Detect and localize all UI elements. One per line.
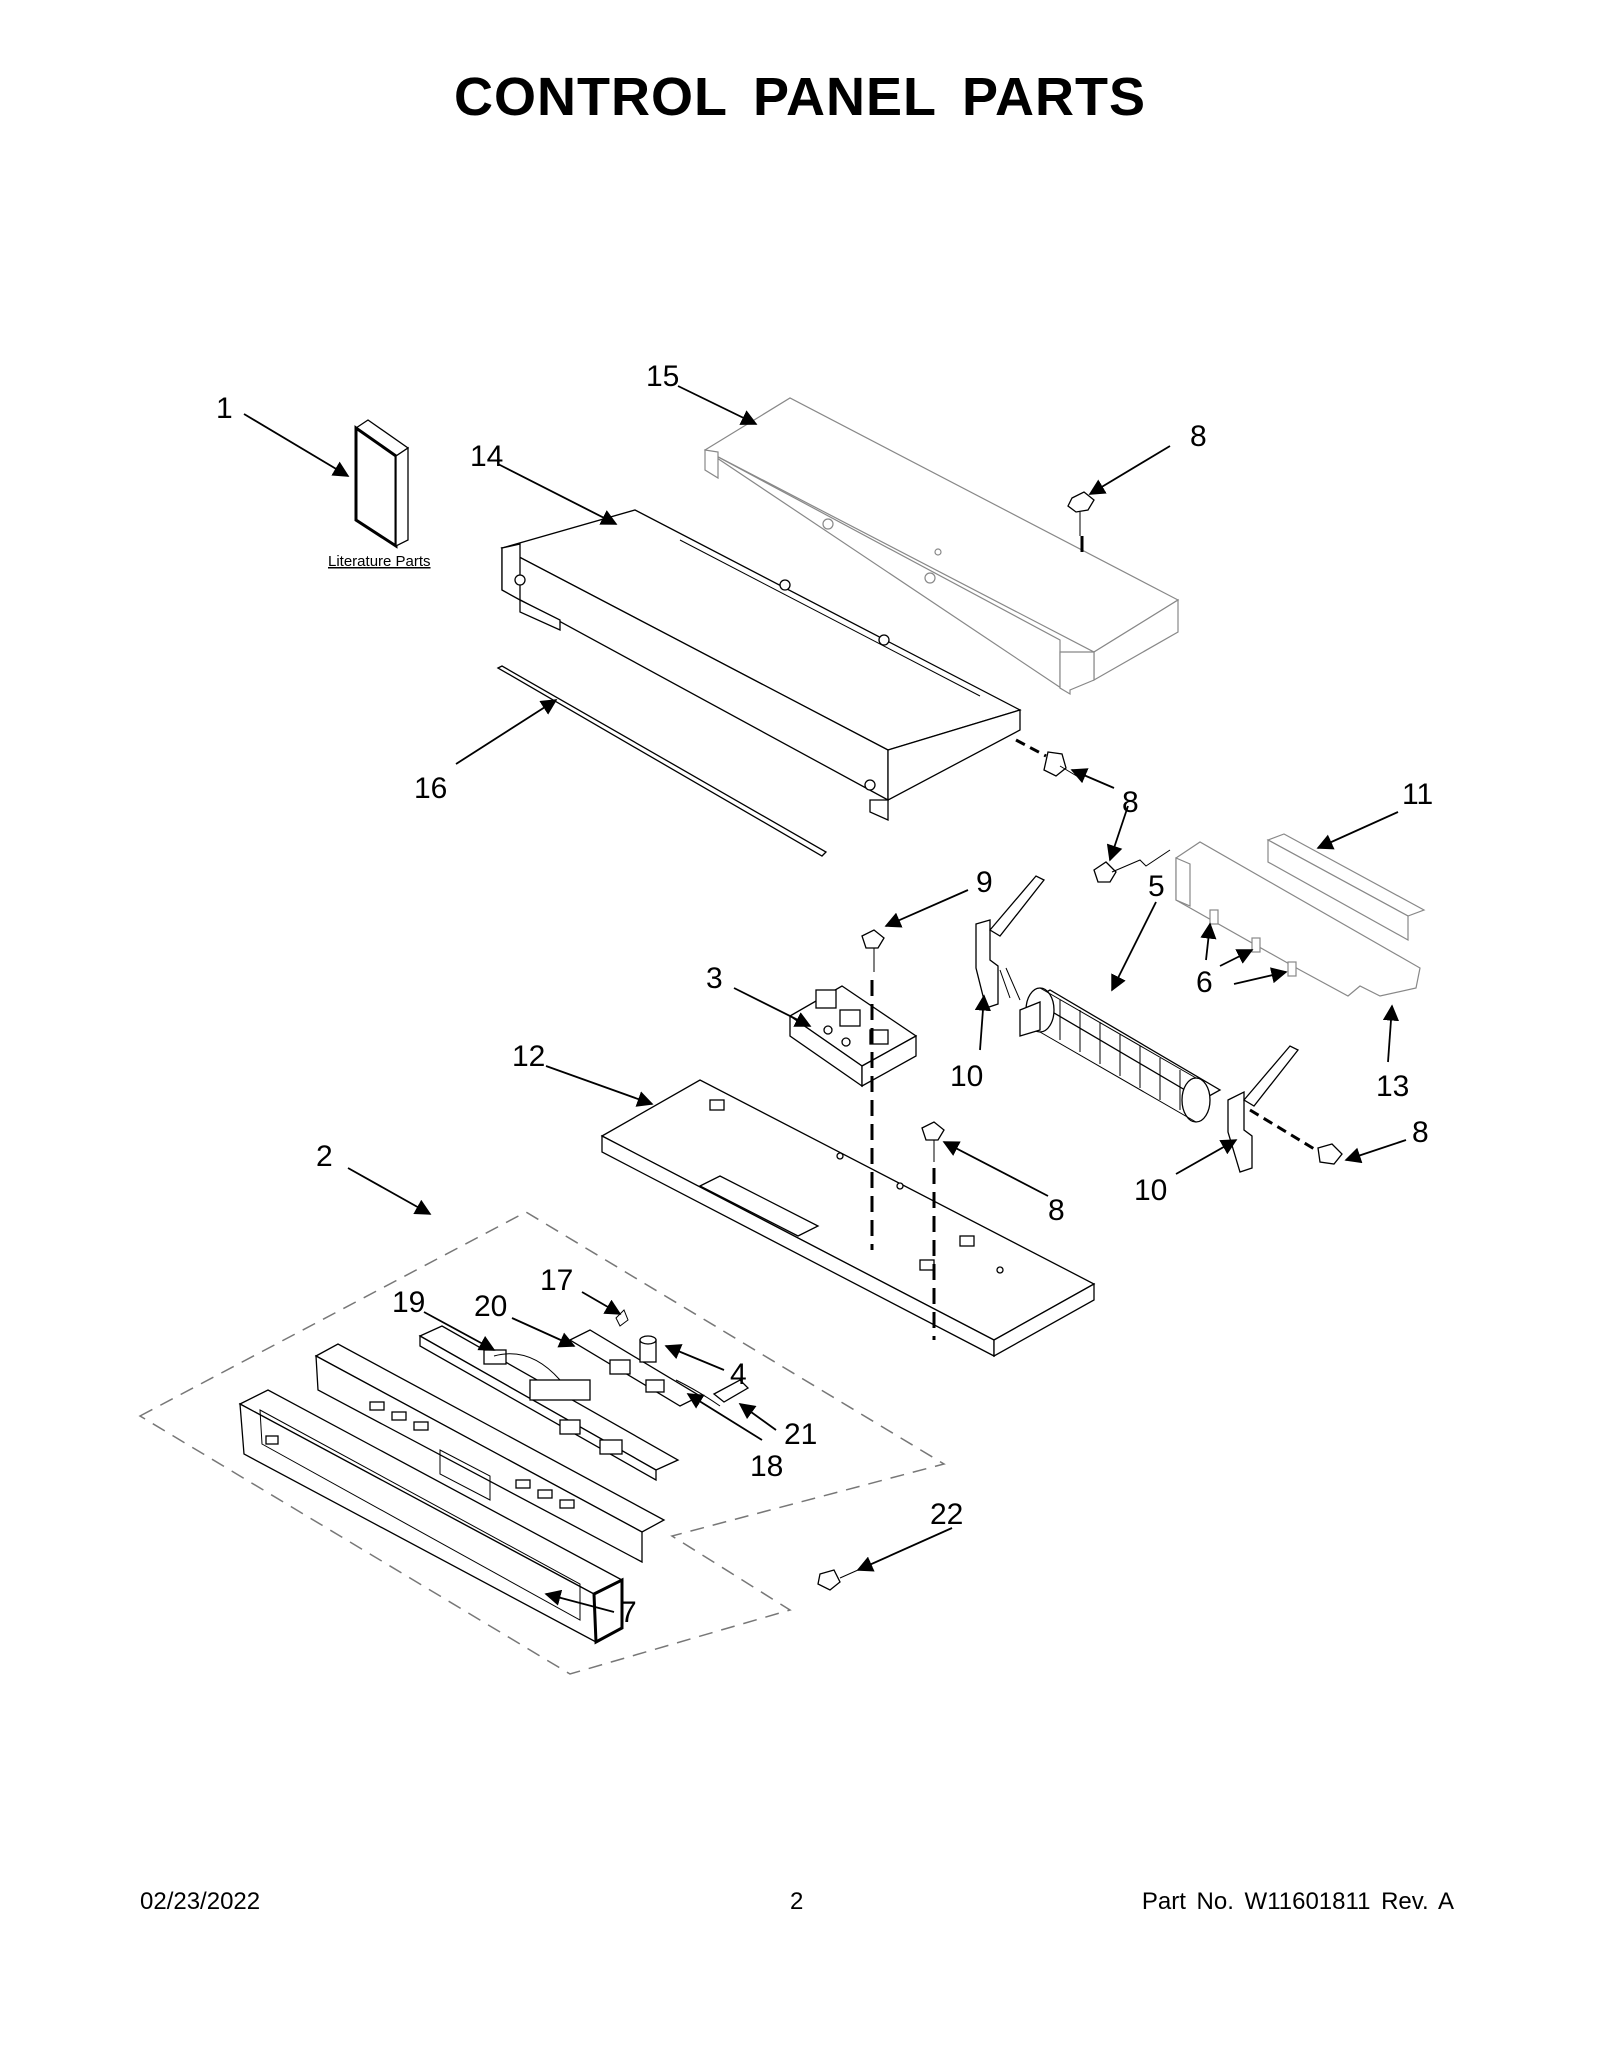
callout-8-panel: 8 bbox=[1048, 1194, 1065, 1227]
fan-bracket-right bbox=[1227, 1045, 1300, 1173]
knob-4 bbox=[639, 1335, 657, 1363]
bracket-21 bbox=[712, 1379, 750, 1403]
screw-8-bracket bbox=[1093, 849, 1171, 883]
callout-7: 7 bbox=[620, 1596, 637, 1629]
trim-strip bbox=[496, 665, 828, 857]
screw-9 bbox=[861, 929, 885, 972]
callout-21: 21 bbox=[784, 1418, 817, 1451]
callout-10-left: 10 bbox=[950, 1060, 983, 1093]
control-box-housing bbox=[500, 509, 1022, 822]
control-panel-assembly-outline bbox=[138, 1211, 946, 1675]
callout-8-top: 8 bbox=[1190, 420, 1207, 453]
screw-22 bbox=[817, 1569, 859, 1591]
screw-8-right bbox=[1249, 1108, 1343, 1165]
callout-12: 12 bbox=[512, 1040, 545, 1073]
callout-2: 2 bbox=[316, 1140, 333, 1173]
callout-8-box: 8 bbox=[1122, 786, 1139, 819]
callout-17: 17 bbox=[540, 1264, 573, 1297]
callout-18: 18 bbox=[750, 1450, 783, 1483]
callout-9: 9 bbox=[976, 866, 993, 899]
callout-22: 22 bbox=[930, 1498, 963, 1531]
callout-15: 15 bbox=[646, 360, 679, 393]
callout-10-right: 10 bbox=[1134, 1174, 1167, 1207]
screw-8-top bbox=[1067, 491, 1095, 552]
literature-booklet bbox=[354, 419, 410, 549]
screw-8-box-side bbox=[1015, 738, 1081, 779]
insulation-strip bbox=[1266, 833, 1426, 942]
footer-page-number: 2 bbox=[790, 1888, 804, 1915]
callout-3: 3 bbox=[706, 962, 723, 995]
fan-mount-bracket bbox=[1175, 841, 1421, 997]
callout-13: 13 bbox=[1376, 1070, 1409, 1103]
wire-19 bbox=[493, 1353, 561, 1381]
callout-20: 20 bbox=[474, 1290, 507, 1323]
touch-board bbox=[418, 1325, 680, 1482]
callout-19: 19 bbox=[392, 1286, 425, 1319]
callout-1: 1 bbox=[216, 392, 233, 425]
control-mounting-plate bbox=[600, 1079, 1096, 1358]
page-title: CONTROL PANEL PARTS bbox=[453, 67, 1147, 127]
console-panel bbox=[314, 1343, 666, 1564]
callout-4: 4 bbox=[730, 1358, 747, 1391]
callout-5: 5 bbox=[1148, 870, 1165, 903]
callout-16: 16 bbox=[414, 772, 447, 805]
interface-board bbox=[568, 1329, 702, 1407]
footer-date: 02/23/2022 bbox=[140, 1888, 261, 1915]
cooling-fan-assembly bbox=[999, 967, 1222, 1123]
callout-14: 14 bbox=[470, 440, 503, 473]
callout-6: 6 bbox=[1196, 966, 1213, 999]
fan-bracket-left bbox=[975, 875, 1046, 1009]
rear-cover-panel bbox=[703, 397, 1180, 696]
screw-8-panel bbox=[921, 1121, 945, 1162]
footer-part-number: Part No. W11601811 Rev. A bbox=[1141, 1888, 1454, 1915]
callout-11: 11 bbox=[1402, 778, 1433, 811]
literature-parts-label: Literature Parts bbox=[328, 553, 431, 570]
callout-8-right: 8 bbox=[1412, 1116, 1429, 1149]
harness-18 bbox=[675, 1379, 721, 1407]
control-board-box bbox=[788, 985, 918, 1088]
